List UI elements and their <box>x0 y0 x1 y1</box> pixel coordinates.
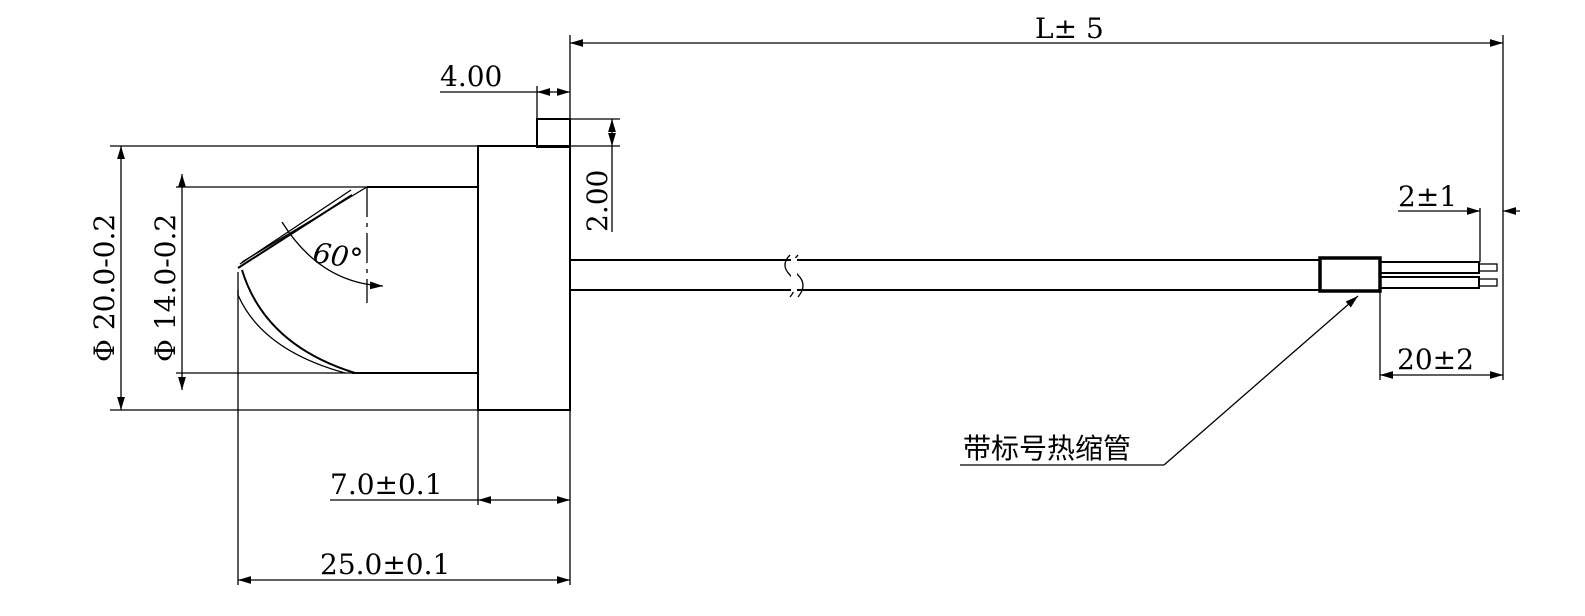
probe-tube <box>237 186 478 374</box>
sleeve-leader: 带标号热缩管 <box>960 295 1359 466</box>
head-length-label: 25.0±0.1 <box>320 548 450 581</box>
inner-diameter-dimension: Φ 14.0-0.2 <box>149 174 367 390</box>
wires <box>1379 261 1498 289</box>
wire-strip-label: 2±1 <box>1398 180 1457 213</box>
angle-dimension: 60° <box>281 187 384 303</box>
wire-exposed-dimension: 20±2 <box>1379 290 1503 380</box>
inner-diameter-label: Φ 14.0-0.2 <box>149 214 182 362</box>
angle-label: 60° <box>311 236 365 276</box>
tab-height-label: 2.00 <box>581 170 614 232</box>
wire-exposed-label: 20±2 <box>1397 343 1474 376</box>
tab-height-dimension: 2.00 <box>570 118 620 232</box>
flange-body <box>477 145 571 411</box>
cable <box>570 254 1320 298</box>
tab-width-label: 4.00 <box>440 60 502 93</box>
heat-shrink-sleeve <box>1318 256 1382 293</box>
length-dimension: L± 5 <box>569 12 1504 380</box>
sleeve-note-label: 带标号热缩管 <box>963 432 1131 465</box>
flange-thickness-label: 7.0±0.1 <box>330 468 443 501</box>
tab-block <box>536 118 571 148</box>
flange-thickness-dimension: 7.0±0.1 <box>330 410 571 585</box>
outer-diameter-label: Φ 20.0-0.2 <box>88 214 121 362</box>
head-length-dimension: 25.0±0.1 <box>237 290 570 585</box>
length-label: L± 5 <box>1035 12 1104 45</box>
tab-width-dimension: 4.00 <box>440 60 570 120</box>
outer-diameter-dimension: Φ 20.0-0.2 <box>88 145 478 411</box>
wire-strip-dimension: 2±1 <box>1398 180 1520 262</box>
